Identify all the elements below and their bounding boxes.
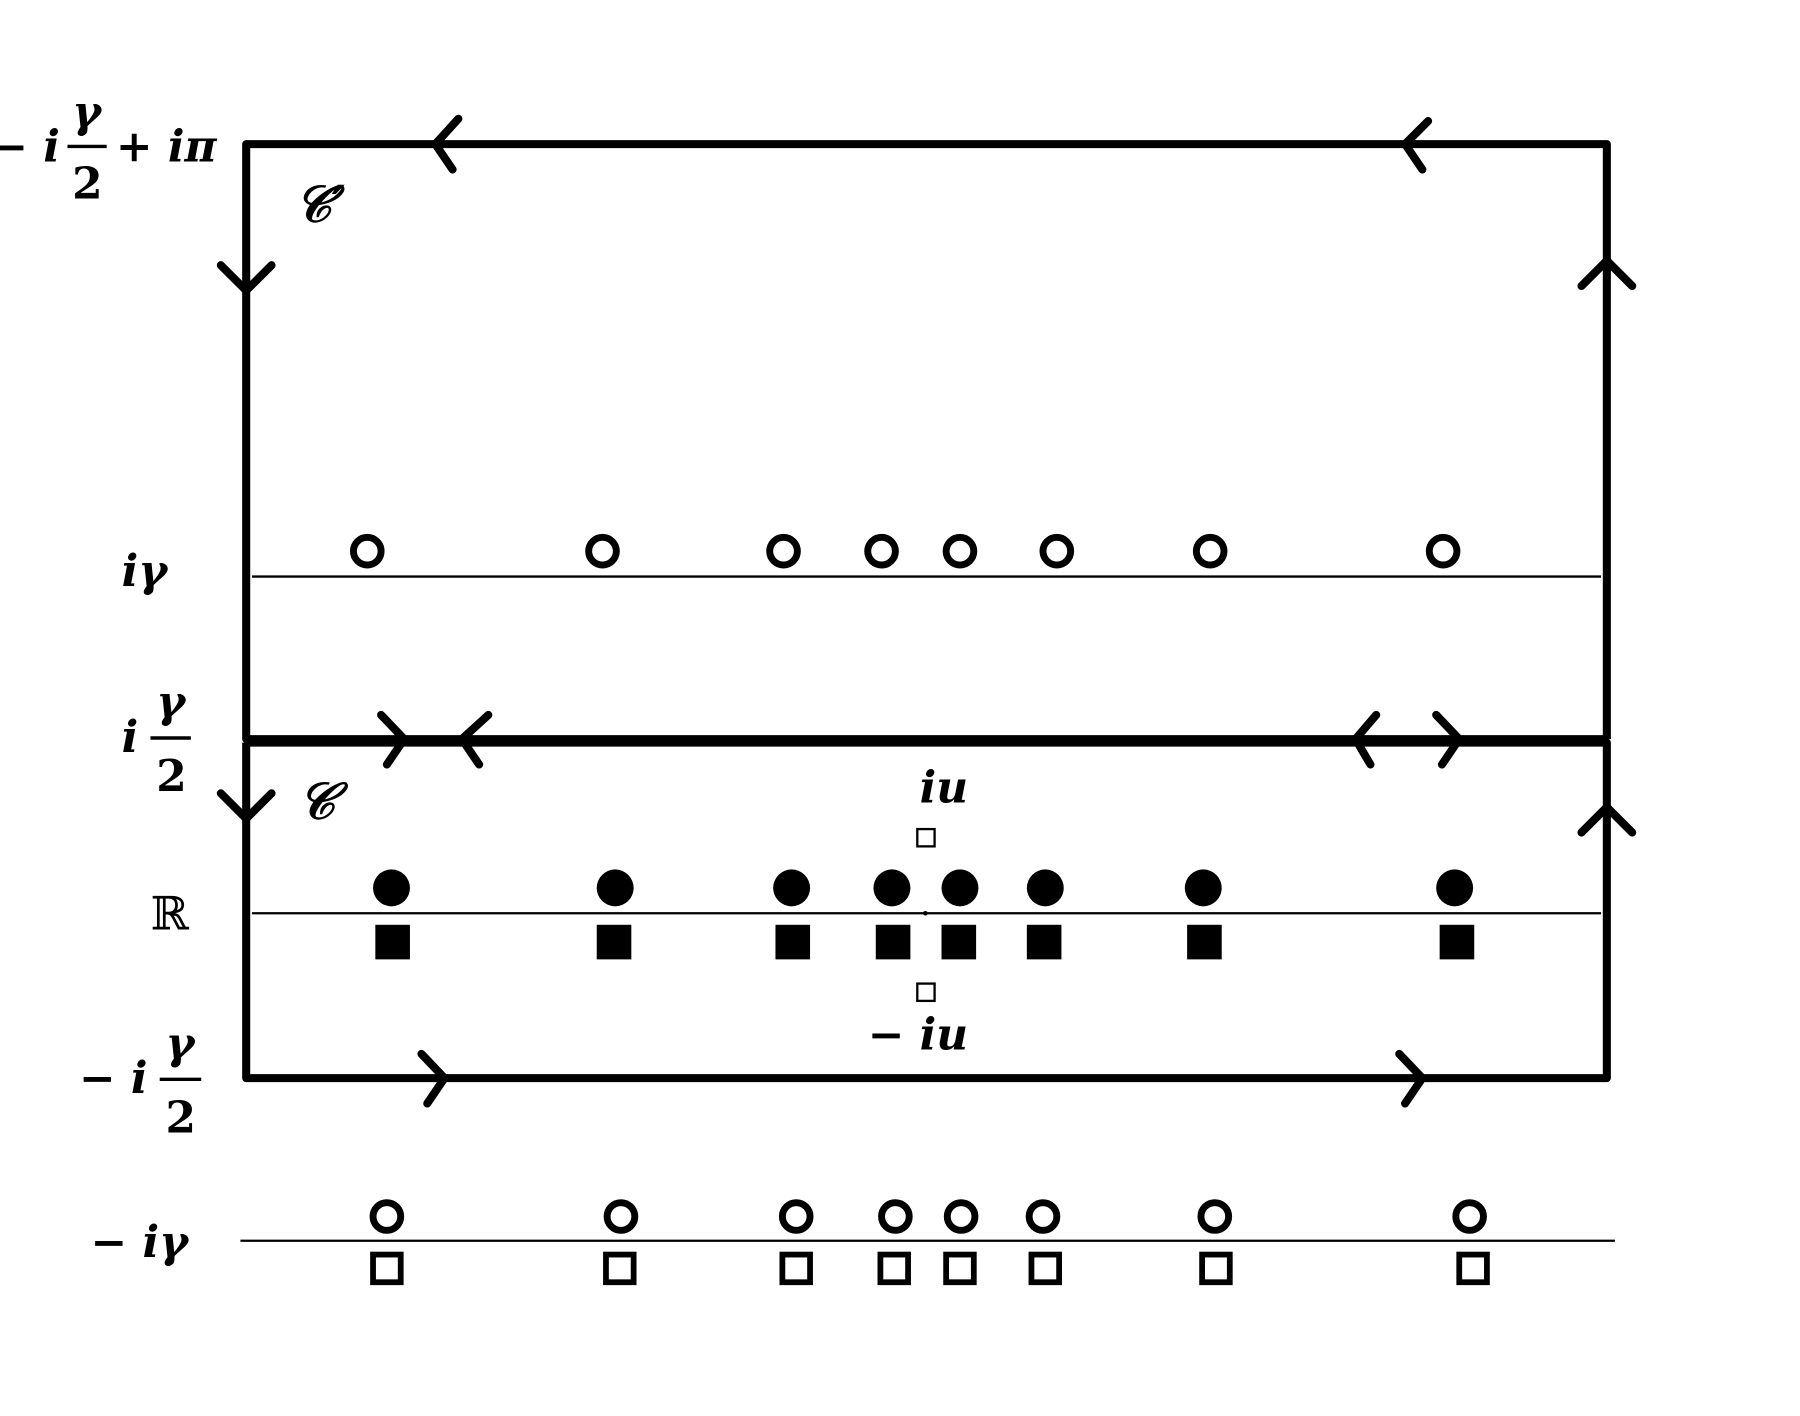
arrow-right-icon — [377, 710, 409, 769]
label-i-gamma-half: i γ 2 — [122, 677, 191, 802]
svg-text:− i: − i — [79, 1053, 148, 1104]
point-iu-marker — [916, 827, 936, 848]
filled-circle-marker — [1436, 869, 1474, 907]
open-circle-marker — [1452, 1199, 1487, 1234]
open-circle-marker — [942, 533, 978, 569]
open-circle-marker — [369, 1199, 405, 1234]
filled-square-marker — [941, 924, 977, 960]
arrow-left-icon — [457, 710, 493, 769]
markers — [349, 533, 1490, 1286]
open-square-marker — [943, 1251, 977, 1286]
filled-circle-marker — [873, 869, 911, 907]
open-square-marker — [779, 1251, 813, 1286]
open-circle-marker — [943, 1199, 979, 1234]
svg-text:2: 2 — [156, 751, 186, 802]
point-minus-iu-label: − iu — [868, 1009, 968, 1060]
filled-circle-marker — [1026, 869, 1064, 907]
filled-circle-marker — [773, 869, 811, 907]
arrow-up-icon — [1577, 803, 1637, 837]
svg-text:+ iπ: + iπ — [116, 121, 218, 172]
contour-c-prime — [242, 140, 1611, 744]
open-circle-marker — [1025, 1199, 1061, 1234]
arrow-down-icon — [216, 789, 276, 823]
open-square-marker — [1456, 1251, 1490, 1286]
open-circle-marker — [603, 1199, 639, 1234]
origin-dot — [923, 910, 928, 916]
open-circle-marker — [1039, 533, 1075, 569]
point-iu-label: iu — [920, 763, 968, 814]
label-minus-i-gamma-half: − i γ 2 — [79, 1019, 202, 1143]
open-circle-marker — [778, 1199, 814, 1234]
arrow-left-icon — [1401, 117, 1433, 174]
contour-c-prime-label: 𝒞′ — [295, 173, 346, 233]
open-circle-marker — [864, 533, 899, 569]
svg-text:− i: − i — [0, 121, 60, 172]
svg-text:γ: γ — [165, 1019, 196, 1070]
open-square-marker — [1199, 1251, 1233, 1286]
svg-text:i: i — [122, 712, 139, 763]
open-circle-marker — [585, 533, 620, 569]
contour-c — [242, 738, 1611, 1083]
arrow-right-icon — [417, 1049, 449, 1108]
filled-circle-marker — [373, 869, 410, 907]
svg-text:γ: γ — [72, 87, 103, 138]
filled-circle-marker — [596, 869, 634, 907]
open-circle-marker — [878, 1199, 913, 1234]
filled-square-marker — [596, 924, 632, 960]
filled-square-marker — [375, 924, 410, 960]
label-real: ℝ — [150, 886, 189, 940]
arrow-down-icon — [216, 261, 276, 295]
filled-square-marker — [1439, 924, 1475, 960]
open-circle-marker — [1197, 1199, 1233, 1234]
contour-arrows — [216, 114, 1637, 1108]
arrow-right-icon — [1432, 710, 1464, 769]
svg-text:2: 2 — [165, 1092, 195, 1143]
arrow-left-icon — [431, 114, 463, 174]
filled-square-marker — [1026, 924, 1062, 960]
svg-text:2: 2 — [72, 158, 102, 209]
label-minus-i-gamma: − iγ — [91, 1217, 191, 1268]
open-circle-marker — [349, 533, 385, 569]
filled-square-marker — [875, 924, 911, 960]
open-circle-marker — [766, 533, 801, 569]
filled-circle-marker — [941, 869, 979, 907]
open-circle-marker — [1192, 533, 1228, 569]
open-square-marker — [603, 1251, 637, 1286]
arrow-right-icon — [1395, 1049, 1427, 1108]
open-square-marker — [1028, 1251, 1063, 1286]
filled-square-marker — [1187, 924, 1222, 960]
filled-square-marker — [775, 924, 811, 960]
arrow-up-icon — [1577, 256, 1637, 291]
svg-text:γ: γ — [156, 677, 187, 728]
open-square-marker — [877, 1251, 911, 1286]
open-square-marker — [370, 1251, 404, 1286]
contour-c-label: 𝒞 — [298, 771, 349, 831]
open-circle-marker — [1425, 533, 1461, 569]
point-minus-iu-marker — [916, 982, 936, 1003]
filled-circle-marker — [1184, 869, 1222, 907]
arrow-left-icon — [1351, 710, 1381, 769]
label-i-gamma: iγ — [122, 546, 170, 597]
label-top: − i γ 2 + iπ — [0, 87, 217, 209]
